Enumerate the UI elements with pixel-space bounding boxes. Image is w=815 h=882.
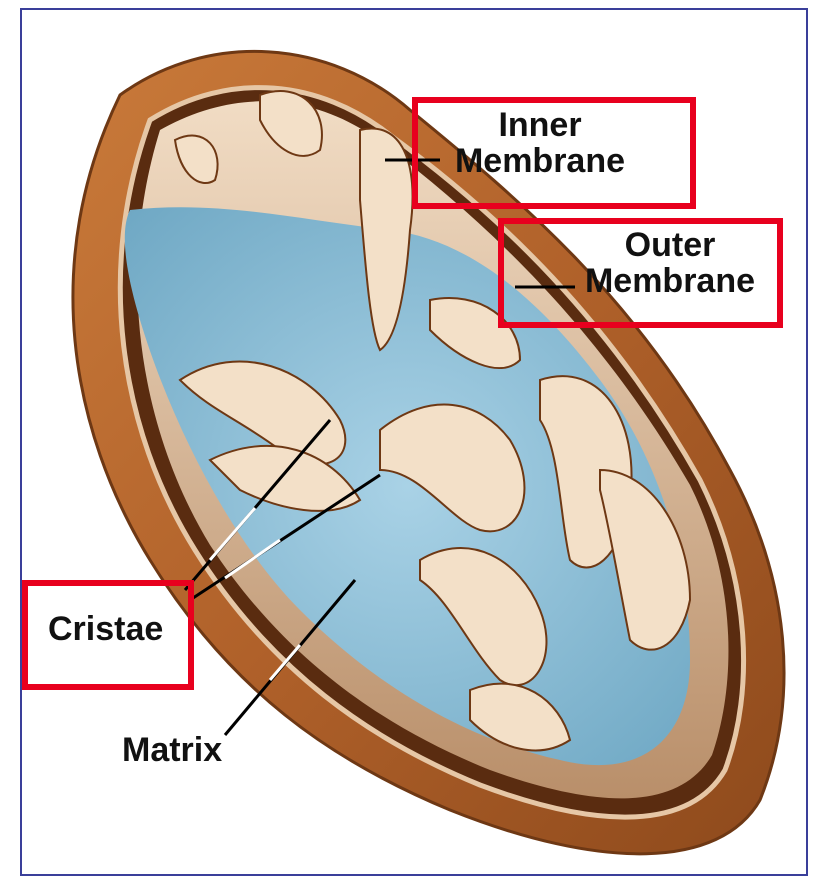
inner-membrane-label-line1: Inner xyxy=(440,108,640,144)
outer-membrane-label-line2: Membrane xyxy=(570,264,770,300)
outer-membrane-label-line1: Outer xyxy=(570,228,770,264)
outer-membrane-label: Outer Membrane xyxy=(570,228,770,299)
cristae-label: Cristae xyxy=(48,612,163,648)
matrix-label: Matrix xyxy=(122,733,222,769)
inner-membrane-label-line2: Membrane xyxy=(440,144,640,180)
inner-membrane-label: Inner Membrane xyxy=(440,108,640,179)
